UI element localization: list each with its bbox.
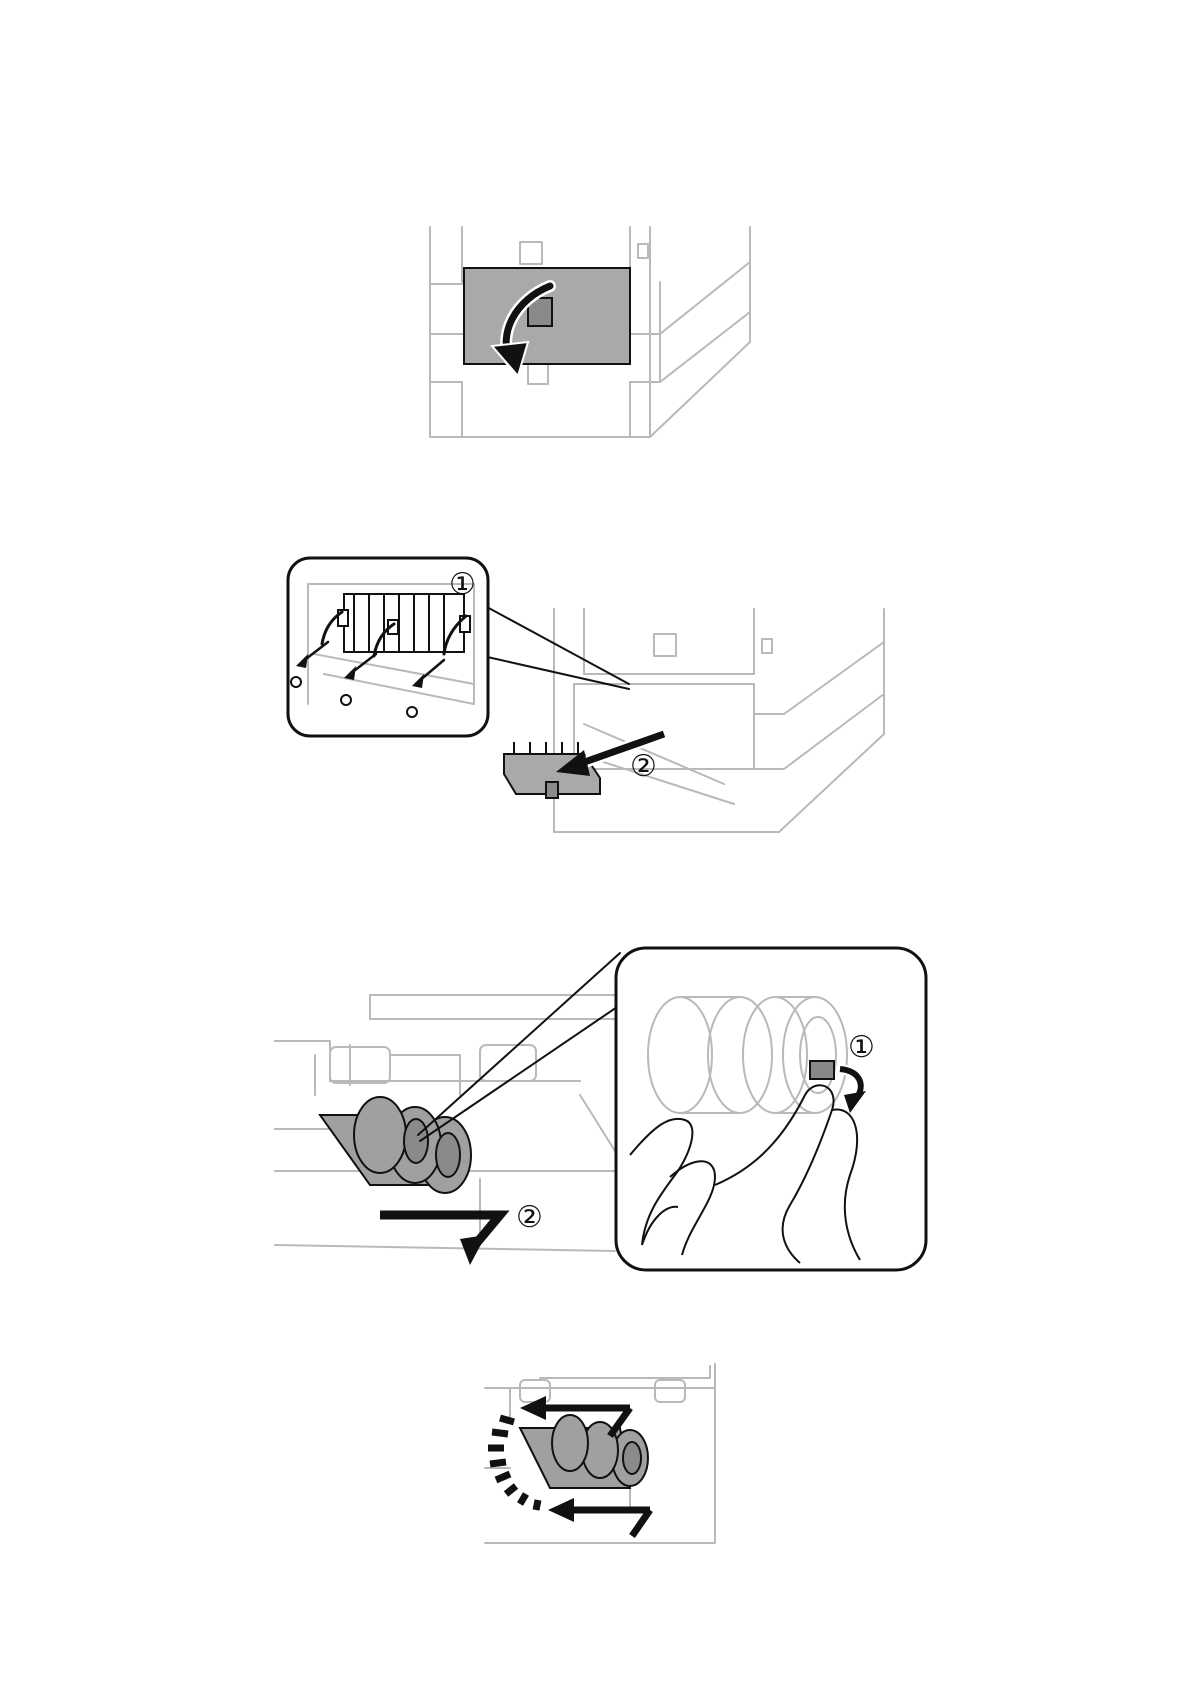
- roller-removal-illustration: ② ①: [270, 945, 930, 1275]
- roller-assembly: [520, 1415, 648, 1488]
- roller-assembly: [320, 1097, 471, 1193]
- figure-open-rear-cover: [420, 222, 780, 454]
- figure-remove-roller: ② ①: [270, 945, 930, 1275]
- callout-2: ②: [630, 749, 657, 784]
- callout-2: ②: [516, 1200, 543, 1235]
- callout-1: ①: [848, 1030, 875, 1065]
- roller-install-illustration: [480, 1358, 720, 1548]
- printer-rear-illustration: [420, 222, 780, 454]
- printer-open-cover-illustration: ① ②: [284, 554, 910, 854]
- figure-install-roller: [480, 1358, 720, 1548]
- pull-down-arrow-icon: [380, 1215, 500, 1265]
- figure-remove-roller-cover: ① ②: [284, 554, 910, 854]
- callout-1: ①: [449, 567, 476, 602]
- printer-body-outline: [554, 609, 884, 832]
- zoom-inset: [616, 948, 926, 1270]
